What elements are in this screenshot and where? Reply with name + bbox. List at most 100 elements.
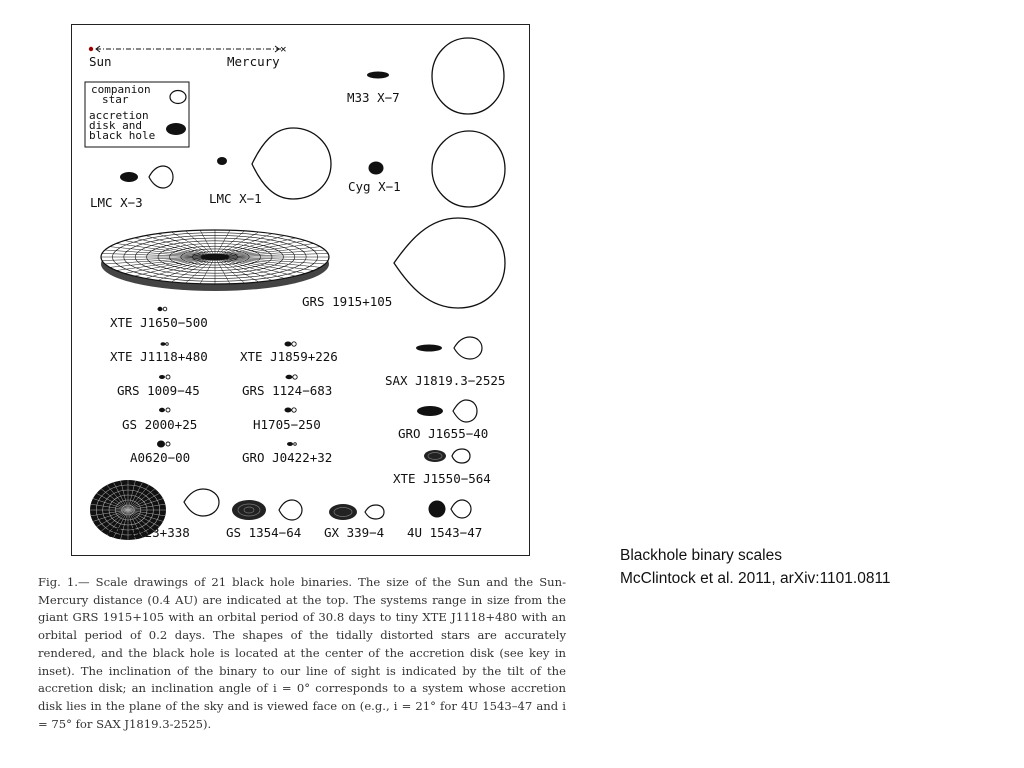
4u-1543-label: 4U 1543−47 bbox=[407, 525, 482, 540]
grs-1124-disk bbox=[285, 374, 293, 380]
grs-1009-companion bbox=[165, 374, 171, 380]
m33-x7-disk bbox=[367, 71, 389, 79]
gs-2023-label: GS 2023+338 bbox=[107, 525, 190, 540]
cyg-x1-companion bbox=[431, 130, 506, 208]
system-gs-2000: GS 2000+25 bbox=[122, 407, 197, 432]
slide-notes: Blackhole binary scales McClintock et al… bbox=[620, 544, 891, 590]
gro-j0422-companion bbox=[293, 442, 297, 446]
system-gs-1354: GS 1354−64 bbox=[226, 499, 303, 540]
mercury-label: Mercury bbox=[227, 54, 280, 69]
gro-j1655-companion bbox=[452, 399, 478, 423]
lmc-x3-label: LMC X−3 bbox=[90, 195, 143, 210]
system-xte-j1118: XTE J1118+480 bbox=[110, 342, 208, 364]
grs-1915-disk bbox=[100, 229, 330, 291]
a0620-disk bbox=[157, 440, 165, 448]
system-m33-x7: M33 X−7 bbox=[347, 37, 505, 115]
lmc-x1-disk bbox=[217, 157, 227, 165]
4u-1543-disk bbox=[428, 500, 446, 518]
lmc-x3-disk bbox=[120, 172, 138, 182]
system-xte-j1550: XTE J1550−564 bbox=[393, 448, 491, 486]
4u-1543-companion bbox=[450, 499, 472, 519]
system-lmc-x3: LMC X−3 bbox=[90, 165, 174, 210]
grs-1124-label: GRS 1124−683 bbox=[242, 383, 332, 398]
gs-2000-label: GS 2000+25 bbox=[122, 417, 197, 432]
figure-caption: Fig. 1.— Scale drawings of 21 black hole… bbox=[38, 575, 566, 731]
h1705-companion bbox=[291, 407, 297, 413]
gro-j0422-label: GRO J0422+32 bbox=[242, 450, 332, 465]
xte-j1859-disk bbox=[284, 341, 292, 347]
key-accretion-disk-icon bbox=[166, 123, 186, 135]
system-gs-2023: GS 2023+338 bbox=[90, 480, 220, 540]
system-4u-1543: 4U 1543−47 bbox=[407, 499, 482, 540]
grs-1915-label: GRS 1915+105 bbox=[302, 294, 392, 309]
gs-1354-companion bbox=[278, 499, 303, 521]
grs-1124-companion bbox=[292, 374, 298, 380]
key-disk-label-3: black hole bbox=[89, 129, 155, 142]
gro-j1655-label: GRO J1655−40 bbox=[398, 426, 488, 441]
xte-j1650-disk bbox=[157, 306, 163, 312]
system-gro-j0422: GRO J0422+32 bbox=[242, 442, 332, 465]
gro-j1655-disk bbox=[417, 406, 443, 416]
system-xte-j1650: XTE J1650−500 bbox=[110, 306, 208, 330]
xte-j1550-disk bbox=[424, 450, 446, 462]
gs-2000-companion bbox=[165, 407, 171, 413]
xte-j1118-label: XTE J1118+480 bbox=[110, 349, 208, 364]
grs-1009-disk bbox=[159, 375, 165, 379]
xte-j1859-companion bbox=[291, 341, 297, 347]
lmc-x3-companion bbox=[148, 165, 174, 189]
h1705-disk bbox=[284, 407, 292, 413]
sun-marker bbox=[88, 46, 94, 52]
notes-citation: McClintock et al. 2011, arXiv:1101.0811 bbox=[620, 570, 891, 587]
xte-j1859-label: XTE J1859+226 bbox=[240, 349, 338, 364]
xte-j1650-companion bbox=[162, 306, 168, 312]
cyg-x1-disk bbox=[368, 161, 384, 175]
sun-label: Sun bbox=[89, 54, 112, 69]
grs-1009-label: GRS 1009−45 bbox=[117, 383, 200, 398]
system-h1705: H1705−250 bbox=[253, 407, 321, 432]
m33-x7-label: M33 X−7 bbox=[347, 90, 400, 105]
xte-j1118-companion bbox=[165, 342, 169, 346]
h1705-label: H1705−250 bbox=[253, 417, 321, 432]
key-companion-label-1: companion bbox=[91, 83, 151, 96]
sax-j1819-companion bbox=[453, 336, 483, 360]
gs-2023-disk bbox=[90, 480, 166, 540]
xte-j1550-label: XTE J1550−564 bbox=[393, 471, 491, 486]
system-grs-1915: GRS 1915+105 bbox=[100, 217, 506, 309]
a0620-label: A0620−00 bbox=[130, 450, 190, 465]
mercury-marker: × bbox=[280, 43, 287, 56]
gs-2000-disk bbox=[159, 407, 165, 413]
cyg-x1-label: Cyg X−1 bbox=[348, 179, 401, 194]
gx-339-companion bbox=[364, 504, 385, 520]
key-inset: companion star accretion disk and black … bbox=[84, 81, 190, 148]
system-cyg-x1: Cyg X−1 bbox=[348, 130, 506, 208]
system-xte-j1859: XTE J1859+226 bbox=[240, 341, 338, 364]
a0620-companion bbox=[165, 441, 171, 447]
xte-j1650-label: XTE J1650−500 bbox=[110, 315, 208, 330]
gs-1354-label: GS 1354−64 bbox=[226, 525, 301, 540]
xte-j1550-companion bbox=[451, 448, 471, 464]
notes-title: Blackhole binary scales bbox=[620, 547, 782, 564]
scale-bar: × Sun Mercury bbox=[88, 43, 287, 69]
system-grs-1009: GRS 1009−45 bbox=[117, 374, 200, 398]
system-sax-j1819: SAX J1819.3−2525 bbox=[385, 336, 505, 388]
lmc-x1-companion bbox=[251, 127, 332, 200]
gro-j0422-disk bbox=[287, 442, 293, 446]
system-a0620: A0620−00 bbox=[130, 440, 190, 465]
system-grs-1124: GRS 1124−683 bbox=[242, 374, 332, 398]
key-disk-label-1: accretion bbox=[89, 109, 149, 122]
key-companion-star-icon bbox=[169, 89, 187, 105]
black-hole-binaries-figure: × Sun Mercury companion star accretion d… bbox=[71, 24, 530, 556]
system-lmc-x1: LMC X−1 bbox=[209, 127, 332, 206]
gx-339-label: GX 339−4 bbox=[324, 525, 384, 540]
key-companion-label-2: star bbox=[102, 93, 129, 106]
gs-2023-companion bbox=[183, 488, 220, 517]
sax-j1819-disk bbox=[416, 344, 442, 352]
gs-1354-disk bbox=[232, 500, 266, 520]
sax-j1819-label: SAX J1819.3−2525 bbox=[385, 373, 505, 388]
key-disk-label-2: disk and bbox=[89, 119, 142, 132]
grs-1915-companion bbox=[393, 217, 506, 309]
lmc-x1-label: LMC X−1 bbox=[209, 191, 262, 206]
system-gx-339: GX 339−4 bbox=[324, 504, 385, 540]
m33-x7-companion bbox=[431, 37, 505, 115]
system-gro-j1655: GRO J1655−40 bbox=[398, 399, 488, 441]
